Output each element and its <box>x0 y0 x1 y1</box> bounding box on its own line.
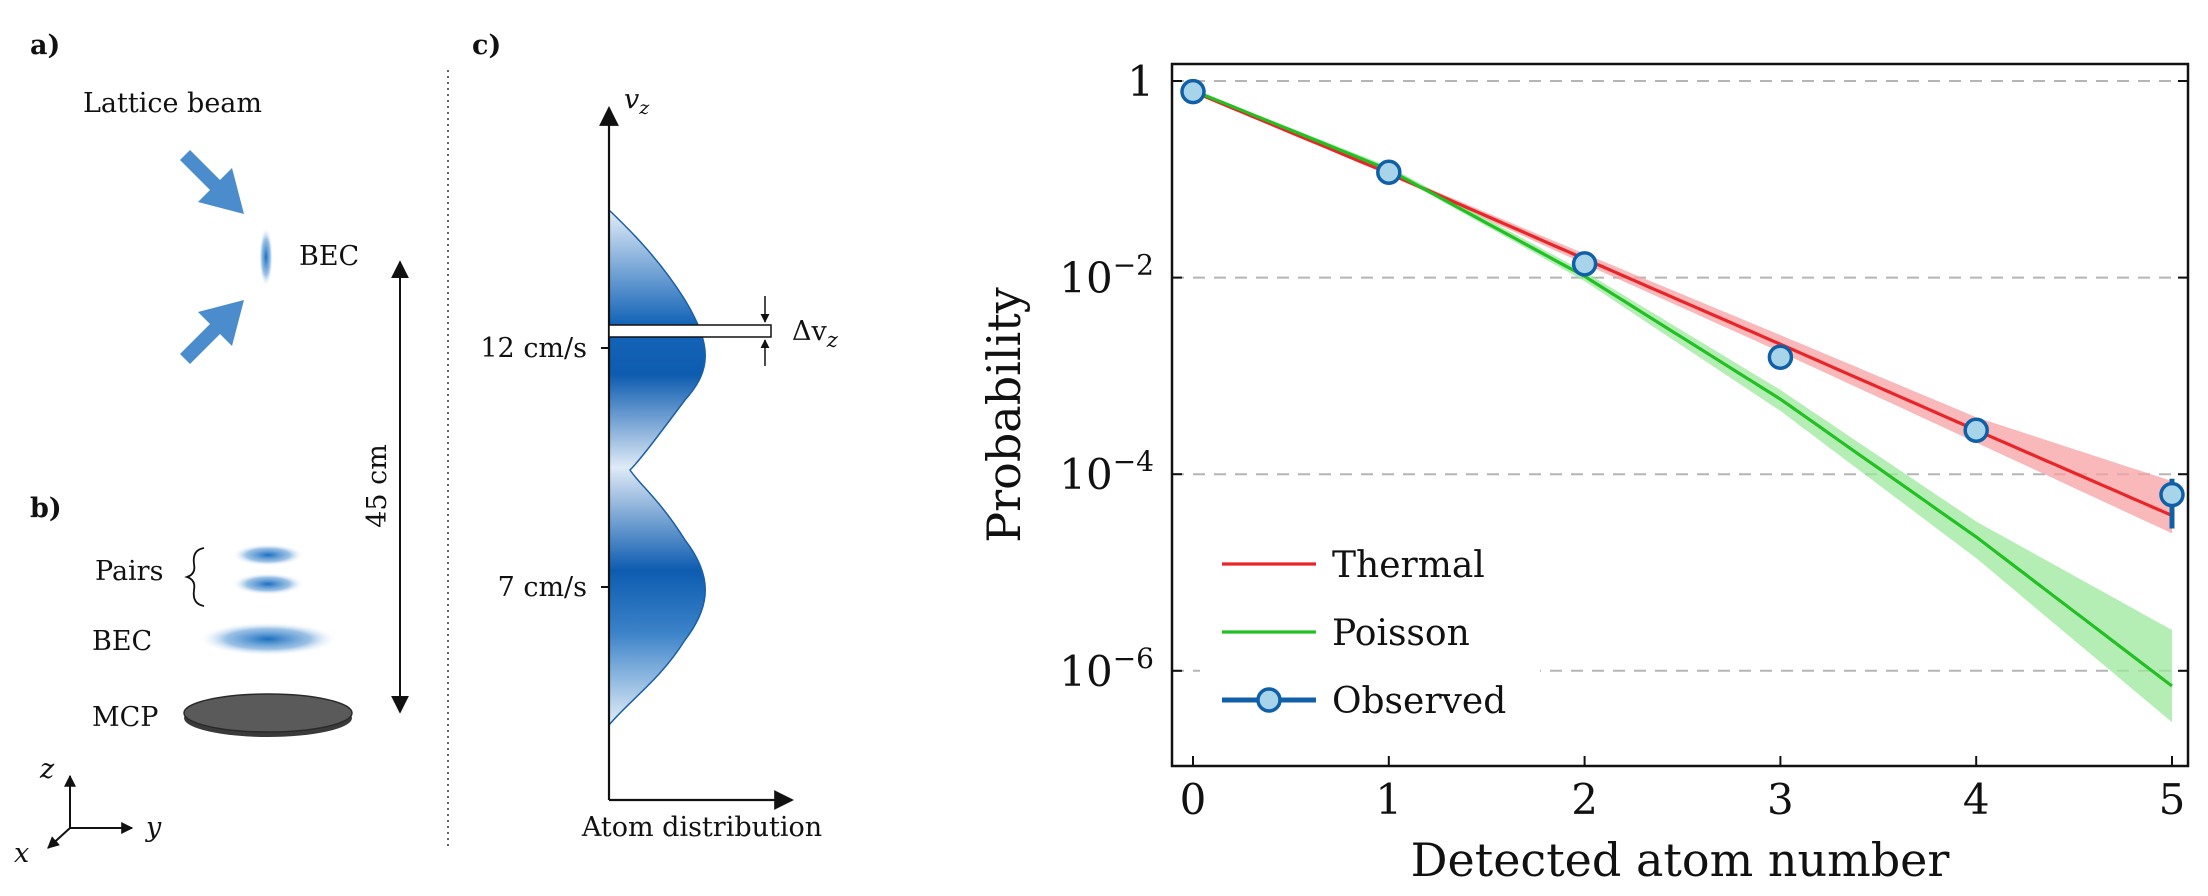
bec-label-b: BEC <box>92 626 152 657</box>
mcp-label: MCP <box>92 702 158 733</box>
x-tick-label-2: 2 <box>1571 775 1598 824</box>
pairs-brace <box>184 547 205 607</box>
panel-c-letter: c) <box>472 30 501 61</box>
series-lines <box>1192 89 2173 688</box>
legend-marker-observed <box>1256 687 1282 713</box>
tick-label-12cms: 12 cm/s <box>480 333 587 364</box>
x-tick-label-1: 1 <box>1375 775 1402 824</box>
y-tick-label-1: 10−2 <box>1059 249 1154 303</box>
observed-point-3 <box>1767 344 1794 370</box>
panel-a: a) Lattice beam BEC 45 cm <box>30 30 409 714</box>
legend-label-poisson: Poisson <box>1332 613 1470 654</box>
plot-frame <box>1170 62 2190 768</box>
observed-point-1 <box>1376 159 1402 185</box>
distribution-xlabel: Atom distribution <box>581 812 822 843</box>
x-tick-label-3: 3 <box>1767 775 1794 824</box>
y-tick-label-3: 10−6 <box>1059 642 1154 696</box>
lattice-beam-lower-arrow <box>180 300 244 364</box>
pairs-label: Pairs <box>95 556 163 587</box>
lattice-beam-upper-arrow <box>180 150 244 214</box>
x-tick-label-0: 0 <box>1180 775 1207 824</box>
observed-point-0 <box>1180 78 1206 105</box>
y-ticks: 1 10−2 10−4 10−6 <box>1059 57 2188 696</box>
tick-label-7cms: 7 cm/s <box>498 572 587 603</box>
line-thermal <box>1192 90 2173 517</box>
distance-label: 45 cm <box>362 444 393 528</box>
observed-point-4 <box>1963 417 1989 443</box>
legend-label-thermal: Thermal <box>1332 545 1485 586</box>
line-poisson <box>1192 89 2173 688</box>
mcp-detector <box>183 693 353 733</box>
axis-z-label: z <box>39 754 55 785</box>
band-thermal <box>1193 90 2172 534</box>
bec-label-a: BEC <box>299 241 359 272</box>
x-tick-label-5: 5 <box>2159 775 2186 824</box>
legend-label-observed: Observed <box>1332 681 1506 722</box>
panel-b-letter: b) <box>30 493 62 524</box>
panel-b: b) Pairs BEC MCP z y x <box>14 493 353 869</box>
y-tick-label-2: 10−4 <box>1059 445 1154 499</box>
bec-cloud <box>259 227 273 287</box>
axis-x-label: x <box>14 838 29 869</box>
probability-chart: 0 1 2 3 4 5 1 10−2 10−4 10−6 Detected atom numbe… <box>977 57 2190 887</box>
vz-axis-label: vz <box>624 84 650 119</box>
delta-vz-slice <box>608 324 772 338</box>
observed-point-2 <box>1571 251 1598 277</box>
lattice-beam-label: Lattice beam <box>83 88 262 119</box>
atom-distribution-curve <box>608 208 706 728</box>
x-axis-title: Detected atom number <box>1411 833 1950 887</box>
bec-cloud-falling <box>198 622 338 656</box>
axis-y-label: y <box>145 812 162 843</box>
panel-a-letter: a) <box>30 30 60 61</box>
pair-cloud-upper <box>232 544 304 566</box>
delta-vz-label: Δvz <box>792 316 839 352</box>
observed-point-5 <box>2159 481 2185 508</box>
pair-cloud-lower <box>232 573 304 595</box>
y-tick-label-0: 1 <box>1127 57 1154 106</box>
x-tick-label-4: 4 <box>1963 775 1990 824</box>
axis-x-arrow <box>47 827 71 849</box>
panel-c: c) vz 12 cm/s 7 cm/s Δvz Atom distributi… <box>472 30 839 843</box>
observed-points <box>1180 78 2185 529</box>
x-ticks: 0 1 2 3 4 5 <box>1180 756 2186 824</box>
grid-lines <box>1172 80 2188 672</box>
y-axis-title: Probability <box>977 287 1031 543</box>
